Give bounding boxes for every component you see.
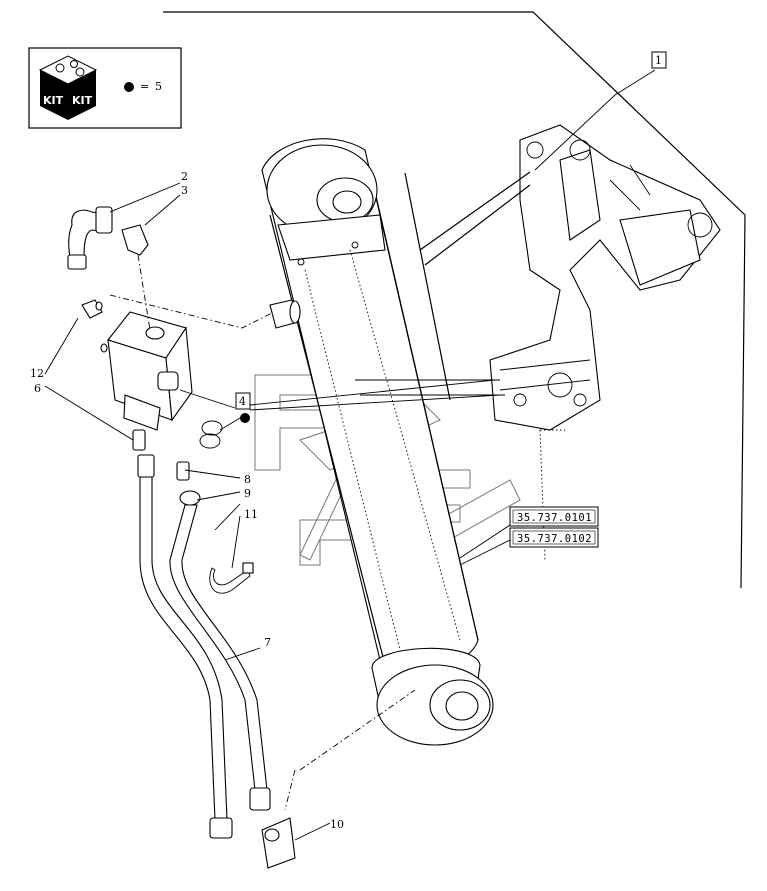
callout-1[interactable]: 1 (651, 51, 667, 69)
elbow-fitting-2 (67, 206, 113, 270)
callout-4-label: 4 (239, 395, 246, 408)
elbow-fitting-3 (121, 224, 149, 256)
fitting-6 (132, 429, 146, 451)
callout-6[interactable]: 6 (34, 382, 41, 395)
end-fitting-10 (261, 817, 296, 869)
callout-11[interactable]: 11 (244, 508, 258, 521)
fitting-12 (81, 299, 103, 319)
callout-2[interactable]: 2 (181, 170, 188, 183)
kit-box-icon: KIT KIT (38, 55, 98, 120)
frame-bracket (163, 11, 746, 589)
kit-dot-icon (124, 82, 134, 92)
kit-badge-left: KIT (43, 94, 64, 107)
kit-badge-right: KIT (72, 94, 93, 107)
callout-8[interactable]: 8 (244, 473, 251, 486)
callout-4[interactable]: 4 (235, 392, 251, 423)
hose-7 (137, 454, 233, 839)
kit-item-dot-icon (240, 413, 250, 423)
kit-legend-box: KIT KIT = 5 (28, 47, 182, 129)
backhoe-arm-assembly (489, 124, 721, 431)
kit-quantity: 5 (155, 80, 162, 93)
kit-equals: = (140, 80, 149, 93)
valve-block (100, 311, 193, 431)
callout-1-label: 1 (655, 54, 662, 67)
leader-lines (44, 69, 656, 841)
reference-box-2[interactable]: 35.737.0102 (509, 527, 599, 548)
reference-box-1[interactable]: 35.737.0101 (509, 506, 599, 527)
callout-10[interactable]: 10 (330, 818, 344, 831)
callout-12[interactable]: 12 (30, 367, 44, 380)
fitting-8 (176, 461, 190, 481)
cylinder-port-fitting (269, 299, 301, 329)
cable-tie-11 (209, 562, 254, 594)
hydraulic-cylinder (261, 138, 494, 746)
callout-3[interactable]: 3 (181, 184, 188, 197)
assembly-lines (109, 171, 565, 811)
callout-7[interactable]: 7 (264, 636, 271, 649)
o-ring-seals (199, 420, 223, 449)
reference-1-label: 35.737.0101 (517, 512, 592, 524)
callout-9[interactable]: 9 (244, 487, 251, 500)
hose-9 (169, 490, 271, 811)
reference-2-label: 35.737.0102 (517, 533, 592, 545)
